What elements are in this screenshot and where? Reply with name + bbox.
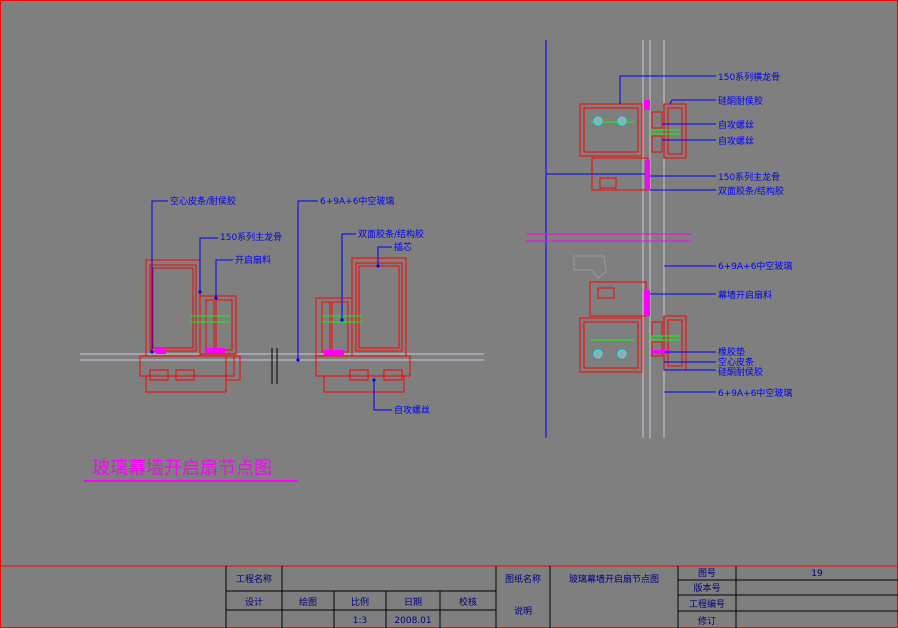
tb-drawing-name-label: 图纸名称 [505,573,541,585]
hinge-outline [573,255,607,279]
label-hollow-strip: 空心皮条 [718,356,754,368]
left-sealant [205,348,225,353]
tb-drawn-label: 绘图 [299,596,317,608]
upper-tape [644,100,650,110]
label-weatherstrip: 空心皮条/耐侯胶 [170,195,236,207]
tb-project-name-label: 工程名称 [236,573,272,585]
tb-design-label: 设计 [245,596,263,608]
lower-sealant [644,290,650,316]
left-leaders [151,200,392,411]
tb-project-no-label: 工程编号 [689,598,725,610]
label-screw-b: 自攻螺丝 [718,135,754,147]
left-arrowheads [150,264,380,382]
tb-version-label: 版本号 [693,582,720,594]
label-rubber-pad: 橡胶垫 [718,346,745,358]
title-block-grid [225,566,898,628]
label-mullion-a: 150系列主龙骨 [718,171,780,183]
left-labels: 空心皮条/耐侯胶 150系列主龙骨 开启扇料 6+9A+6中空玻璃 双面胶条/结… [170,195,430,416]
title-block-text: 工程名称 设计 绘图 比例 日期 校核 1:3 2008.01 图纸名称 玻璃幕… [236,568,823,627]
upper-sealant [645,160,650,190]
label-screw-a: 自攻螺丝 [718,119,754,131]
drawing-title: 玻璃幕墙开启扇节点图 [92,458,272,479]
tb-scale-label: 比例 [351,596,369,608]
left-gaskets [190,315,230,323]
tb-revision-label: 修订 [698,615,716,627]
tb-notes-label: 说明 [514,605,532,617]
lower-pad [652,350,670,354]
label-screw: 自攻螺丝 [394,404,430,416]
label-insert: 插芯 [394,241,412,253]
tb-drawing-no-value: 19 [811,569,823,579]
tb-date-label: 日期 [404,597,422,608]
tb-scale-value: 1:3 [353,616,367,626]
upper-profile [579,103,687,191]
lower-profile-details [590,335,680,341]
label-sealant-b: 硅酮耐侯胶 [718,366,763,378]
tb-date-value: 2008.01 [394,616,431,626]
left-mullion-profile [139,259,241,393]
right-sealant [324,350,344,355]
left-tape [156,348,166,354]
left-detail: 空心皮条/耐侯胶 150系列主龙骨 开启扇料 6+9A+6中空玻璃 双面胶条/结… [80,195,484,416]
right-labels: 150系列横龙骨 硅酮耐侯胶 自攻螺丝 自攻螺丝 150系列主龙骨 双面胶条/结… [718,71,792,399]
label-glass: 6+9A+6中空玻璃 [320,195,394,207]
tb-drawing-no-label: 图号 [698,568,716,579]
upper-screws [593,116,627,126]
label-tape-a: 双面胶条/结构胶 [718,185,784,197]
label-sash-frame: 幕墙开启扇料 [718,289,772,301]
label-glass-a: 6+9A+6中空玻璃 [718,260,792,272]
label-tape: 双面胶条/结构胶 [358,228,424,240]
vertical-glass-lines [642,40,665,438]
floor-band [526,233,692,242]
lower-screws [593,349,627,359]
title-block: 工程名称 设计 绘图 比例 日期 校核 1:3 2008.01 图纸名称 玻璃幕… [0,565,898,628]
right-sash-profile [315,257,411,393]
lower-profile [579,281,687,373]
label-opening-sash: 开启扇料 [235,254,271,266]
right-detail: 150系列横龙骨 硅酮耐侯胶 自攻螺丝 自攻螺丝 150系列主龙骨 双面胶条/结… [526,40,792,438]
right-leaders [619,75,716,393]
label-mullion: 150系列主龙骨 [220,231,282,243]
tb-drawing-name-value: 玻璃幕墙开启扇节点图 [569,573,659,585]
label-sealant-a: 硅酮耐侯胶 [718,95,763,107]
tb-check-label: 校核 [459,596,477,608]
break-mark [271,348,278,384]
left-glass-line [80,353,484,361]
label-glass-b: 6+9A+6中空玻璃 [718,387,792,399]
label-transom-a: 150系列横龙骨 [718,71,780,83]
